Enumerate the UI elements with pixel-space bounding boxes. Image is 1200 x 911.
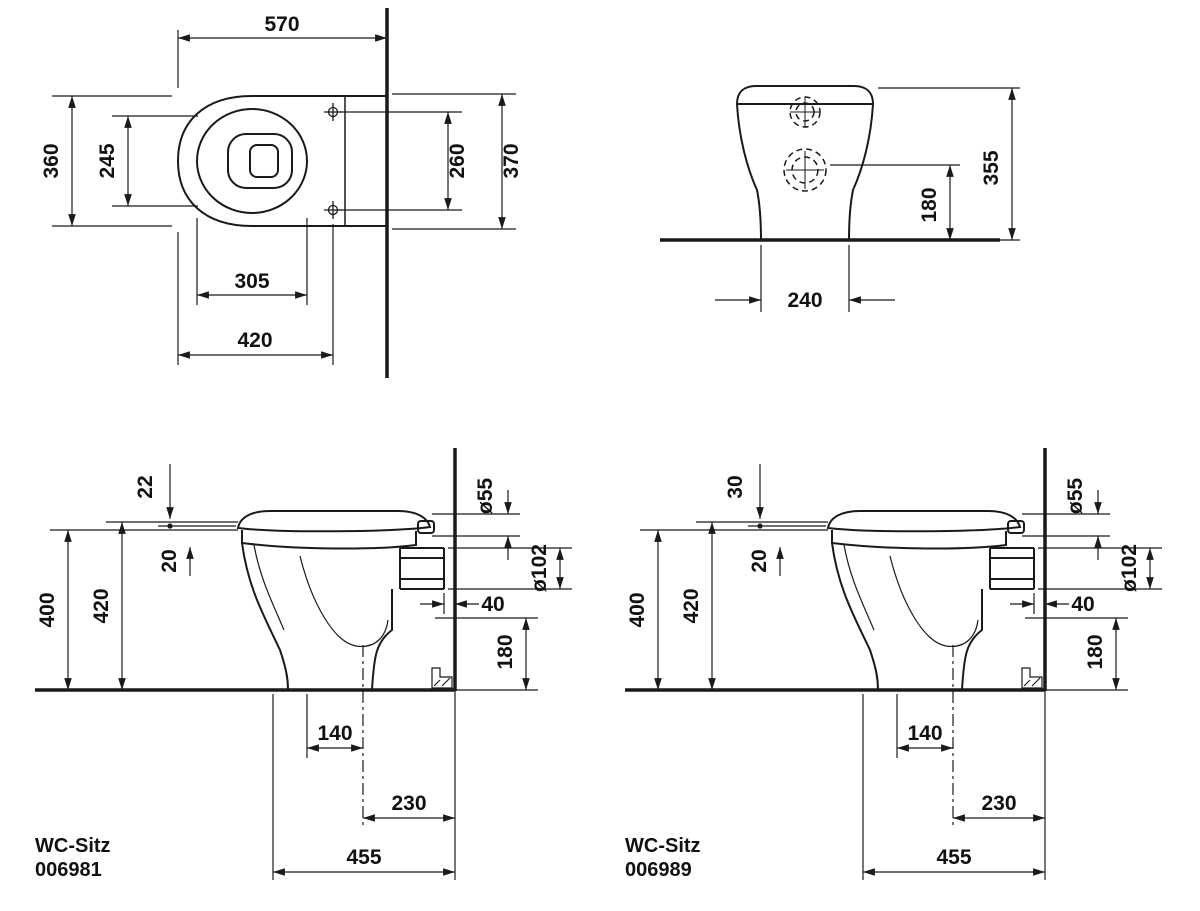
- dim-outlet-height: 180: [494, 634, 517, 669]
- dim-pipe-outer-dia: ø102: [528, 544, 551, 592]
- dim-foot-depth: 140: [907, 722, 942, 745]
- product-code: 006989: [625, 859, 692, 881]
- dim-plan-hole-distance: 420: [237, 329, 272, 352]
- dim-wall-gap: 40: [1071, 593, 1094, 616]
- dim-front-height: 355: [980, 150, 1003, 185]
- hole-centerlines: [786, 97, 824, 189]
- drain-detail: [249, 144, 279, 178]
- dim-pipe-outer-dia: ø102: [1118, 544, 1141, 592]
- dim-plan-depth: 360: [40, 143, 63, 178]
- dim-seat-gap: 20: [748, 549, 771, 572]
- dim-lid-offset: 22: [134, 475, 157, 498]
- dim-plan-inner-depth: 245: [96, 143, 119, 178]
- fixing-holes: [324, 103, 342, 219]
- dim-front-outlet-height: 180: [918, 187, 941, 222]
- side-view-right: 400 420 30 20 ø55 ø102 40 180 140 230 45…: [625, 448, 1162, 881]
- front-dimension-lines: [715, 87, 1020, 312]
- dim-lid-offset: 30: [724, 475, 747, 498]
- dim-wall-gap: 40: [481, 593, 504, 616]
- dim-outlet-height: 180: [1084, 634, 1107, 669]
- product-name: WC-Sitz: [35, 835, 111, 857]
- product-name: WC-Sitz: [625, 835, 701, 857]
- side-view-left: 400 420 22 20 ø55 ø102 40 180 140 230 45…: [35, 448, 572, 881]
- front-view: 355 180 240: [660, 85, 1020, 312]
- dim-plan-side-width: 370: [500, 143, 523, 178]
- dim-foot-depth: 140: [317, 722, 352, 745]
- dim-outlet-depth: 230: [981, 792, 1016, 815]
- dim-total-depth: 455: [936, 846, 971, 869]
- dim-seat-height: 420: [90, 588, 113, 623]
- dim-front-base-width: 240: [787, 289, 822, 312]
- dim-outlet-depth: 230: [391, 792, 426, 815]
- dim-rim-height: 400: [626, 592, 649, 627]
- dim-plan-inner-width: 305: [234, 270, 269, 293]
- dim-plan-hole-spacing: 260: [446, 143, 469, 178]
- dim-pipe-dia: ø55: [474, 478, 497, 515]
- toilet-outline-plan: [176, 95, 387, 227]
- dim-seat-height: 420: [680, 588, 703, 623]
- bowl-inner-detail: [227, 133, 293, 189]
- dim-total-depth: 455: [346, 846, 381, 869]
- dim-rim-height: 400: [36, 592, 59, 627]
- plan-view: 570 360 245 260 370 305 420: [40, 8, 523, 378]
- dim-seat-gap: 20: [158, 549, 181, 572]
- dim-pipe-dia: ø55: [1064, 478, 1087, 515]
- product-code: 006981: [35, 859, 102, 881]
- plan-dimension-lines: [52, 30, 516, 365]
- dim-plan-width: 570: [264, 13, 299, 36]
- seat-opening: [196, 108, 308, 214]
